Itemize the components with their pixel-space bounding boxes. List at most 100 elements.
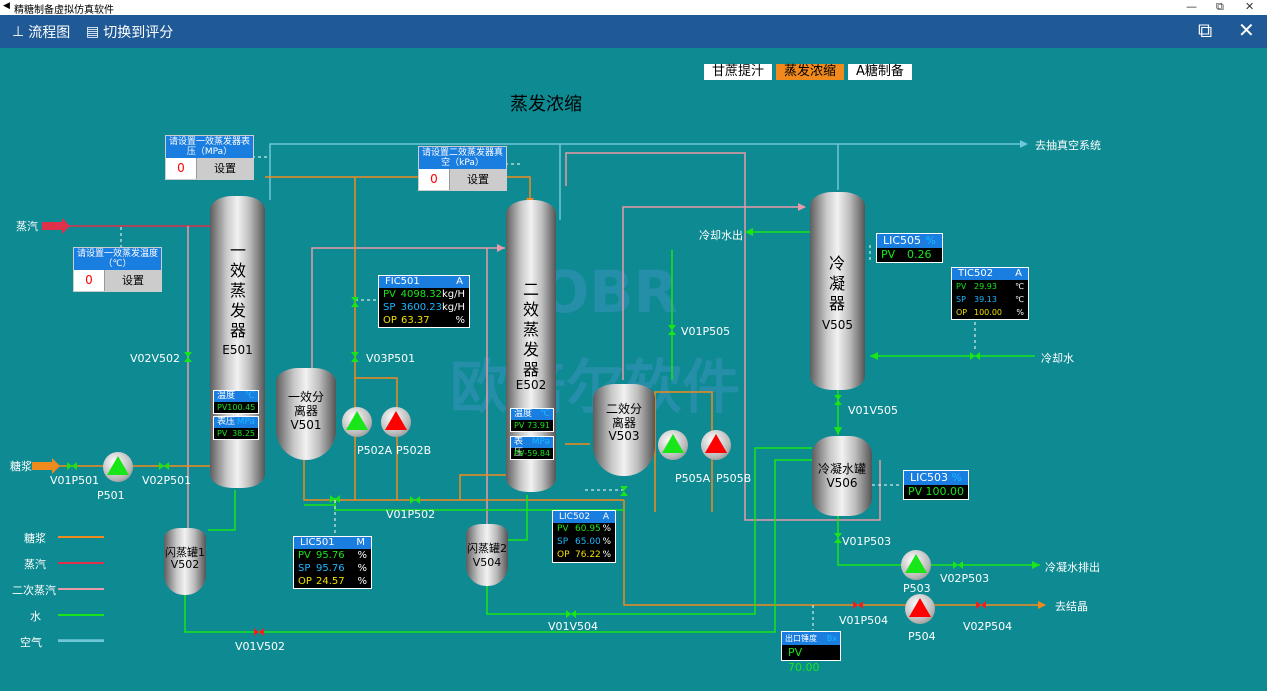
unit: % (1016, 308, 1024, 317)
valve-v01p505[interactable] (668, 325, 676, 335)
v503-name: 二效分离器 (605, 402, 642, 430)
lic502-pv: 60.95 (575, 524, 601, 534)
valve-tic502[interactable] (970, 352, 980, 360)
setpoint-value[interactable]: 0 (74, 270, 104, 291)
valve-v01v505[interactable] (834, 395, 842, 405)
lic501-sp: 95.76 (316, 563, 345, 574)
process-tabs: 甘蔗提汁 蒸发浓缩 A糖制备 (704, 64, 912, 80)
v02v502-label: V02V502 (130, 352, 181, 365)
e501-press-pv: 38.25 (232, 429, 255, 438)
valve-v01p501[interactable] (67, 462, 77, 470)
condenser-v505[interactable]: 冷凝器 V505 (810, 192, 865, 390)
v502-tag: V502 (170, 558, 200, 571)
set-button[interactable]: 设置 (104, 270, 161, 291)
signal-lines (120, 156, 976, 630)
valve-v02p503[interactable] (953, 561, 963, 569)
switch-to-scoring-button[interactable]: ▤ 切换到评分 (86, 22, 173, 42)
close-window-icon[interactable]: ✕ (1245, 0, 1255, 13)
setpoint-value[interactable]: 0 (419, 169, 449, 190)
valve-v01p502[interactable] (410, 496, 420, 504)
setpoint-e501-pressure: 请设置一效蒸发器表压（MPa） 0 设置 (165, 135, 254, 180)
unit: % (357, 576, 367, 587)
valve-v01v502[interactable] (254, 628, 264, 636)
tab-evaporation[interactable]: 蒸发浓缩 (776, 64, 845, 80)
pump-p504[interactable] (905, 594, 935, 624)
tic502-tag: TIC502 (958, 268, 994, 279)
unit: ℃ (539, 409, 550, 419)
valve-v02v502[interactable] (184, 352, 192, 362)
lic502-op: 76.22 (575, 550, 601, 560)
valve-lic501[interactable] (330, 495, 340, 503)
pv-label: PV (557, 524, 569, 534)
sp-label: SP (383, 302, 396, 313)
e502-press-pv: -59.84 (524, 449, 551, 458)
v02p501-label: V02P501 (142, 474, 192, 487)
unit: % (357, 563, 367, 574)
separator-v501[interactable]: 一效分离器 V501 (276, 368, 336, 460)
setpoint-value[interactable]: 0 (166, 158, 196, 179)
e501-name: 一效蒸发器 (229, 241, 246, 340)
set-button[interactable]: 设置 (196, 158, 253, 179)
valve-lic502[interactable] (620, 486, 628, 496)
lic501-mode: M (356, 537, 365, 548)
steam-inlet-label: 蒸汽 (16, 220, 38, 233)
pump-p505a[interactable] (658, 430, 688, 460)
condensate-tank-v506[interactable]: 冷凝水罐 V506 (812, 436, 872, 516)
v01p504-label: V01P504 (839, 614, 889, 627)
outlet-label: 出口锤度 (785, 634, 817, 643)
pump-p502b[interactable] (381, 407, 411, 437)
flash-tank-v504[interactable]: 闪蒸罐2 V504 (466, 524, 508, 586)
close-icon[interactable]: ✕ (1238, 18, 1255, 42)
pump-p502a[interactable] (342, 407, 372, 437)
tab-a-sugar[interactable]: A糖制备 (848, 64, 912, 80)
valve-v01v504[interactable] (566, 610, 576, 618)
set-button[interactable]: 设置 (449, 169, 506, 190)
flowchart-button[interactable]: ⊥ 流程图 (12, 22, 70, 42)
pump-p505b[interactable] (701, 430, 731, 460)
v01p503-label: V01P503 (842, 535, 892, 548)
flash-tank-v502[interactable]: 闪蒸罐1 V502 (164, 528, 206, 595)
flowchart-icon: ⊥ (12, 24, 25, 40)
pv-label: PV (908, 485, 923, 498)
scoring-icon: ▤ (86, 24, 100, 40)
pv-label: PV (383, 289, 396, 300)
v504-name: 闪蒸罐2 (467, 542, 507, 555)
tab-cane-juice[interactable]: 甘蔗提汁 (704, 64, 773, 80)
restore-icon[interactable]: ⧉ (1216, 0, 1224, 13)
v506-name: 冷凝水罐 (817, 462, 866, 476)
pump-p501[interactable] (103, 452, 133, 482)
pump-p503[interactable] (901, 550, 931, 580)
separator-v503[interactable]: 二效分离器 V503 (593, 384, 655, 476)
op-label: OP (298, 576, 312, 587)
minimize-icon[interactable]: — (1186, 0, 1197, 13)
v03p501-label: V03P501 (366, 352, 416, 365)
valve-fic501[interactable] (351, 297, 359, 307)
lic501-pv: 95.76 (316, 550, 345, 561)
v02p503-label: V02P503 (940, 572, 990, 585)
sp-label: SP (956, 295, 966, 304)
evaporator-e501[interactable]: 一效蒸发器 E501 (210, 196, 265, 488)
valve-v03p501[interactable] (351, 352, 359, 362)
valve-v02p504[interactable] (976, 601, 986, 609)
valve-v02p501[interactable] (159, 462, 169, 470)
legend-swatch (58, 640, 104, 642)
v01v502-label: V01V502 (235, 640, 286, 653)
unit: % (602, 537, 611, 547)
fullscreen-icon[interactable]: ⧉ (1198, 18, 1213, 42)
valve-v01p503[interactable] (834, 533, 842, 543)
pv-label: PV (514, 449, 525, 458)
window-title: 精糖制备虚拟仿真软件 (14, 5, 114, 16)
sp-label: SP (298, 563, 311, 574)
arrow-heads (32, 140, 1046, 609)
valve-v01p504[interactable] (853, 601, 863, 609)
setpoint-title: 请设置一效蒸发温度（℃） (74, 248, 161, 270)
